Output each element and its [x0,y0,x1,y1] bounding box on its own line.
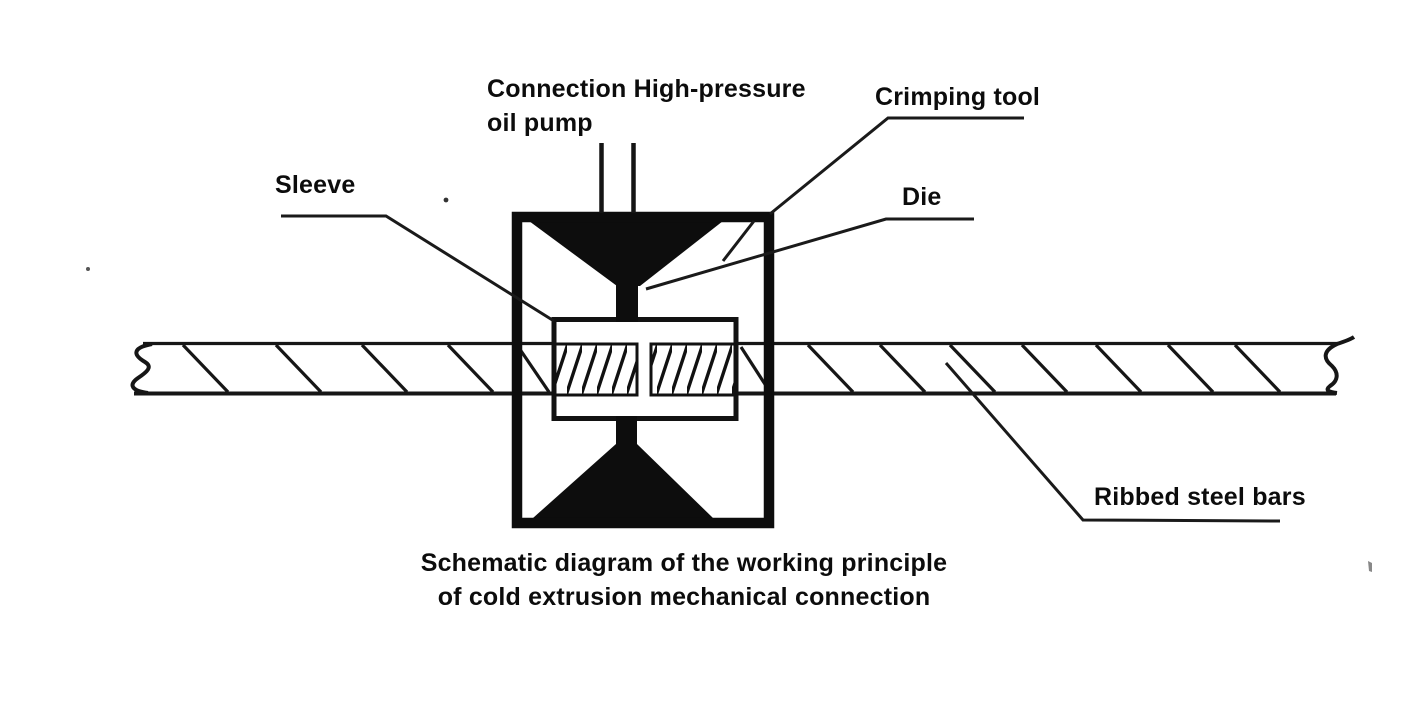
leader-line-sleeve [281,214,555,323]
bar-end-hatched-right [649,342,738,397]
label-crimping-tool: Crimping tool [875,83,1041,111]
lower-die-triangle [533,444,713,518]
bar-rib-lines-right [739,343,1282,394]
bar-break-right [1323,335,1356,395]
upper-die-stem [616,283,638,322]
oil-pump-pipes [599,143,636,213]
label-ribbed-steel-bars: Ribbed steel bars [1094,483,1306,511]
bar-break-left [130,342,153,395]
upper-die [529,221,723,322]
leader-line-crimping-tool [769,116,1024,216]
lower-die-stem [616,416,637,446]
scan-specks [86,197,1372,572]
bar-end-hatched-left [551,342,639,397]
label-connection-high-pressure-oil-pump: Connection High-pressure oil pump [487,75,806,137]
label-die: Die [902,183,942,211]
lower-die [533,416,713,518]
leader-line-die [645,217,974,291]
die-pointer-stroke [721,220,756,262]
bar-rib-lines-left [181,343,551,394]
ribbed-steel-bar [130,335,1356,396]
leader-line-ribbed-steel-bars [944,362,1281,523]
label-sleeve: Sleeve [275,171,356,199]
caption: Schematic diagram of the working princip… [420,549,948,611]
crimping-tool-frame [511,211,775,529]
upper-die-funnel [529,221,723,286]
